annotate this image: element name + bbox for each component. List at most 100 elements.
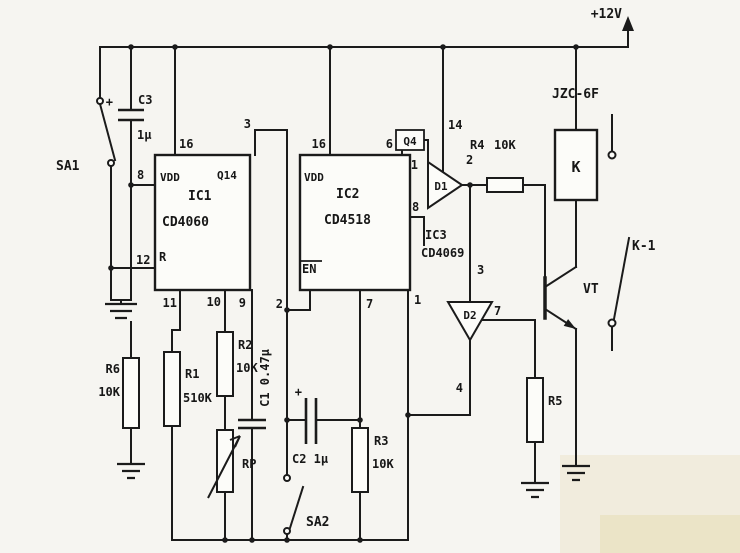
ic3-pin7-label: 7	[494, 304, 501, 318]
ic1-reset-label: R	[159, 250, 167, 264]
resistor-bodies	[122, 177, 544, 493]
power-arrowhead	[622, 16, 634, 31]
vt-collector	[543, 265, 578, 289]
power-label: +12V	[591, 7, 622, 22]
r5-ref-label: R5	[548, 394, 562, 408]
ic3-part-label: CD4069	[421, 246, 464, 260]
component-bodies	[153, 128, 599, 342]
r6-value-label: 10K	[98, 385, 120, 399]
ic2-pin8-wire	[409, 216, 425, 246]
ic2-ref-label: IC2	[336, 187, 359, 202]
r3-value-label: 10K	[372, 457, 394, 471]
ic1-pin11-label: 11	[163, 296, 177, 310]
k1-blade	[612, 236, 631, 321]
ic2-q4-label: Q4	[403, 135, 417, 148]
d1-inverter-body	[427, 160, 464, 210]
ic3-pin2-label: 2	[466, 153, 473, 167]
base-wire	[522, 184, 546, 279]
ground-icon	[562, 464, 590, 482]
r4-value-label: 10K	[494, 138, 516, 152]
ic1-pin12-label: 12	[136, 253, 150, 267]
ic2-pin16-label: 16	[312, 137, 326, 151]
ic3-d1-label: D1	[434, 180, 448, 193]
ic2-pin6-label: 6	[386, 137, 393, 151]
relay-contact-label: K-1	[632, 239, 656, 254]
ic1-pin16-label: 16	[179, 137, 193, 151]
r1-body	[163, 351, 181, 427]
rp-body	[216, 429, 234, 493]
ic2-pin1-label: 1	[414, 293, 421, 307]
r4-body	[486, 177, 524, 193]
sa1-bottom-wire	[110, 165, 156, 301]
ic1-part-label: CD4060	[162, 215, 209, 230]
c3-plates	[118, 108, 144, 122]
r6-ref-label: R6	[106, 362, 120, 376]
junctions-and-arrows	[108, 16, 634, 543]
sa2-blade	[288, 485, 305, 530]
ic1-pin3-label: 3	[244, 117, 251, 131]
c2-plates	[304, 398, 318, 444]
sa1-blade	[98, 102, 117, 162]
ground-icon	[117, 462, 145, 480]
ground-symbols	[105, 302, 590, 499]
ic2-pin1-feedback-wire	[407, 289, 471, 541]
ic1-q14-label: Q14	[217, 169, 237, 182]
c1-label: C1 0.47μ	[258, 349, 272, 407]
ground-icon	[521, 481, 549, 499]
transistor-label: VT	[583, 282, 599, 297]
ic1-pin3-wire	[254, 129, 288, 156]
ic1-pin9-label: 9	[239, 296, 246, 310]
r1-ref-label: R1	[185, 367, 199, 381]
ic1-ref-label: IC1	[188, 189, 212, 204]
ic3-ref-label: IC3	[425, 228, 447, 242]
r2-value-label: 10K	[236, 361, 258, 375]
r2-ref-label: R2	[238, 338, 252, 352]
c3-value-label: 1μ	[137, 128, 151, 142]
ic3-pin14-label: 14	[448, 118, 462, 132]
relay-coil-label: K	[571, 158, 580, 176]
ic2-vdd-label: VDD	[304, 171, 324, 184]
d2-inverter-body	[446, 301, 494, 342]
r5-wires	[480, 319, 536, 484]
sa1-label: SA1	[56, 159, 80, 174]
ic1-pin8-label: 8	[137, 168, 144, 182]
vt-emitter-arrowhead	[563, 319, 576, 329]
c3-ref-label: C3	[138, 93, 152, 107]
wires	[98, 27, 631, 541]
ic2-en-label: EN	[302, 262, 316, 276]
ic3-pin3-label: 3	[477, 263, 484, 277]
relay-model-label: JZC-6F	[552, 87, 599, 102]
ic1-pin10-label: 10	[207, 295, 221, 309]
relay-body	[553, 128, 599, 202]
r3-body	[351, 427, 369, 493]
r5-body	[526, 377, 544, 443]
sa2-label: SA2	[306, 515, 329, 530]
ic2-pin2-wire	[286, 289, 311, 311]
c2-label: C2 1μ	[292, 452, 328, 466]
ic3-pin1-label: 1	[411, 158, 418, 172]
ic2-body	[298, 153, 412, 292]
switch-terminals	[96, 97, 617, 535]
c3-wire	[130, 46, 156, 301]
r3-ref-label: R3	[374, 434, 388, 448]
r2-body	[216, 331, 234, 397]
ground-icon	[105, 302, 137, 320]
ic2-pin2-label: 2	[276, 297, 283, 311]
c1-plates	[238, 418, 266, 430]
ic1-pin11-r1-wire	[171, 289, 181, 541]
r6-body	[122, 357, 140, 429]
r4-ref-label: R4	[470, 138, 484, 152]
ic3-pin4-label: 4	[456, 381, 463, 395]
c2-polarity-label: +	[295, 385, 302, 399]
capacitor-plates	[118, 108, 318, 444]
r1-value-label: 510K	[183, 391, 213, 405]
ic2-pin8-label: 8	[412, 200, 419, 214]
c3-polarity-label: +	[106, 95, 113, 109]
ic2-part-label: CD4518	[324, 213, 371, 228]
ic1-body	[153, 153, 252, 292]
ic2-pin7-label: 7	[366, 297, 373, 311]
ic1-vdd-label: VDD	[160, 171, 180, 184]
rp-wiper-arrow	[207, 435, 241, 499]
